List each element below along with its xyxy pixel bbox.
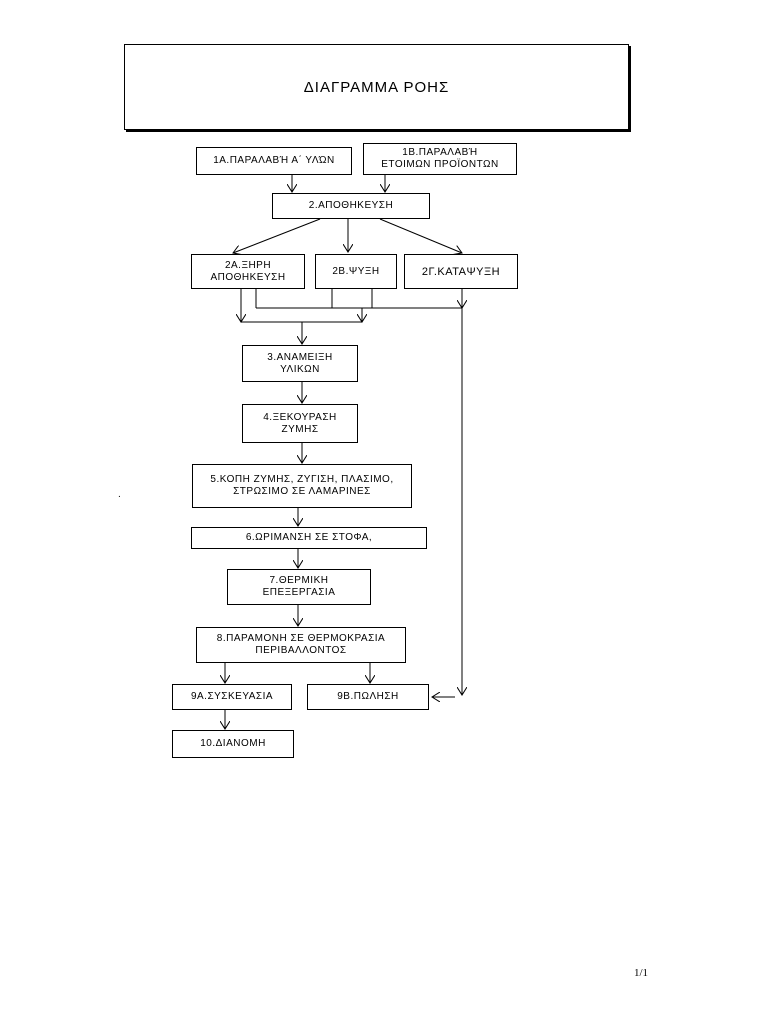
node-4: 4.ΞΕΚΟΥΡΑΣΗ ΖΥΜΗΣ <box>242 404 358 443</box>
node-3: 3.ΑΝΑΜΕΙΞΗ ΥΛΙΚΩΝ <box>242 345 358 382</box>
node-9b: 9Β.ΠΩΛΗΣΗ <box>307 684 429 710</box>
page-title: ΔΙΑΓΡΑΜΜΑ ΡΟΗΣ <box>303 78 450 96</box>
node-2: 2.ΑΠΟΘΗΚΕΥΣΗ <box>272 193 430 219</box>
node-2a: 2Α.ΞΗΡΗ ΑΠΟΘΗΚΕΥΣΗ <box>191 254 305 289</box>
node-1a: 1Α.ΠΑΡΑΛΑΒΉ Α΄ ΥΛΏΝ <box>196 147 352 175</box>
page-number: 1/1 <box>634 967 649 979</box>
node-7: 7.ΘΕΡΜΙΚΗ ΕΠΕΞΕΡΓΑΣΙΑ <box>227 569 371 605</box>
stray-mark: . <box>118 489 121 500</box>
node-10: 10.ΔΙΑΝΟΜΗ <box>172 730 294 758</box>
title-box: ΔΙΑΓΡΑΜΜΑ ΡΟΗΣ <box>124 44 629 130</box>
node-6: 6.ΩΡΙΜΑΝΣΗ ΣΕ ΣΤΟΦΑ, <box>191 527 427 549</box>
node-2g: 2Γ.ΚΑΤΑΨΥΞΗ <box>404 254 518 289</box>
arrow-2-2g <box>379 218 462 253</box>
arrow-2-2a <box>233 218 321 253</box>
node-9a: 9Α.ΣΥΣΚΕΥΑΣΙΑ <box>172 684 292 710</box>
node-8: 8.ΠΑΡΑΜΟΝΗ ΣΕ ΘΕΡΜΟΚΡΑΣΙΑ ΠΕΡΙΒΑΛΛΟΝΤΟΣ <box>196 627 406 663</box>
node-5: 5.ΚΟΠΗ ΖΥΜΗΣ, ΖΥΓΙΣΗ, ΠΛΑΣΙΜΟ, ΣΤΡΩΣΙΜΟ … <box>192 464 412 508</box>
node-2b: 2Β.ΨΥΞΗ <box>315 254 397 289</box>
node-1b: 1Β.ΠΑΡΑΛΑΒΉ ΕΤΟΙΜΩΝ ΠΡΟΪΟΝΤΩΝ <box>363 143 517 175</box>
